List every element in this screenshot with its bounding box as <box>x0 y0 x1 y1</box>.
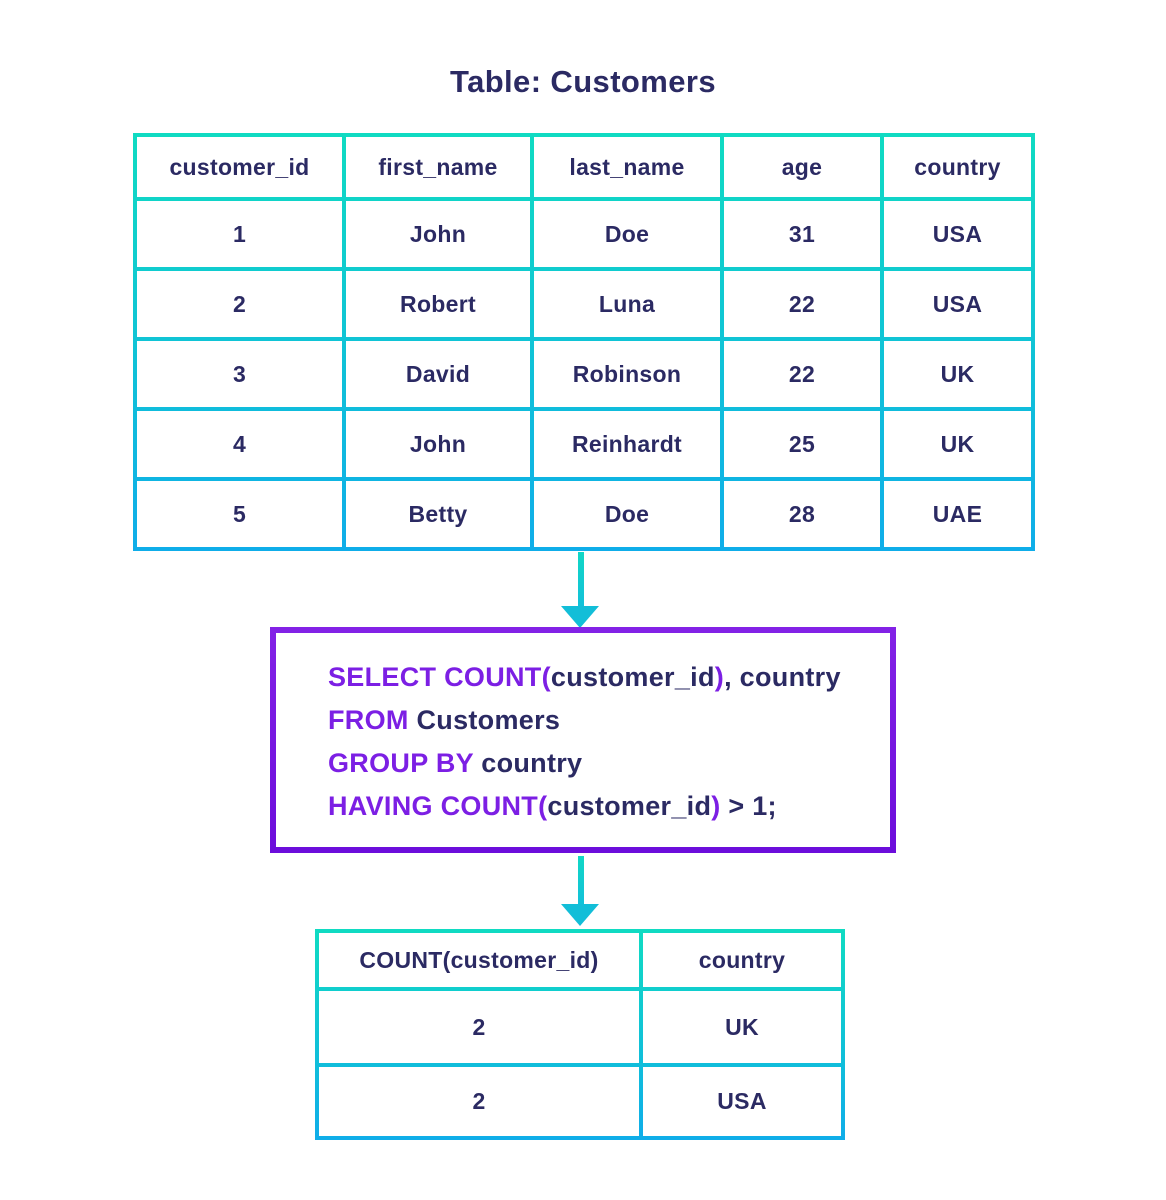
table-cell: USA <box>643 1067 841 1136</box>
table-cell: 31 <box>724 201 880 267</box>
table-cell: 3 <box>137 341 342 407</box>
down-arrow-icon <box>578 856 584 906</box>
sql-identifier: customer_id <box>547 791 712 821</box>
table-cell: 22 <box>724 271 880 337</box>
sql-keyword: HAVING COUNT( <box>328 791 548 821</box>
diagram-title: Table: Customers <box>450 64 716 99</box>
table-cell: 2 <box>319 991 639 1063</box>
sql-line-from: FROM Customers <box>328 699 890 742</box>
table-cell: Reinhardt <box>534 411 720 477</box>
table-cell: Robert <box>346 271 530 337</box>
table-cell: David <box>346 341 530 407</box>
table-cell: John <box>346 411 530 477</box>
table-cell: 28 <box>724 481 880 547</box>
sql-identifier: > 1; <box>720 791 777 821</box>
table-cell: 4 <box>137 411 342 477</box>
sql-keyword: GROUP BY <box>328 748 474 778</box>
table-cell: Doe <box>534 201 720 267</box>
table-cell: UK <box>884 411 1031 477</box>
table-cell: 25 <box>724 411 880 477</box>
table-cell: Doe <box>534 481 720 547</box>
column-header-first-name: first_name <box>346 137 530 197</box>
column-header-count-customer-id: COUNT(customer_id) <box>319 933 639 987</box>
table-cell: Robinson <box>534 341 720 407</box>
sql-identifier: customer_id <box>550 662 715 692</box>
table-cell: 2 <box>137 271 342 337</box>
sql-keyword: SELECT COUNT( <box>328 662 551 692</box>
sql-keyword: FROM <box>328 705 409 735</box>
column-header-country: country <box>643 933 841 987</box>
column-header-country: country <box>884 137 1031 197</box>
table-cell: Luna <box>534 271 720 337</box>
sql-line-having: HAVING COUNT(customer_id) > 1; <box>328 785 890 828</box>
table-cell: 2 <box>319 1067 639 1136</box>
sql-line-select: SELECT COUNT(customer_id), country <box>328 656 890 699</box>
down-arrow-icon <box>578 552 584 608</box>
table-cell: 22 <box>724 341 880 407</box>
down-arrow-head-icon <box>561 606 599 628</box>
sql-query-box: SELECT COUNT(customer_id), country FROM … <box>270 627 896 853</box>
column-header-customer-id: customer_id <box>137 137 342 197</box>
table-cell: 1 <box>137 201 342 267</box>
table-cell: UAE <box>884 481 1031 547</box>
column-header-last-name: last_name <box>534 137 720 197</box>
table-cell: USA <box>884 271 1031 337</box>
sql-keyword: ) <box>711 791 721 821</box>
column-header-age: age <box>724 137 880 197</box>
table-cell: UK <box>884 341 1031 407</box>
table-cell: 5 <box>137 481 342 547</box>
customers-table: customer_id first_name last_name age cou… <box>133 133 1035 551</box>
table-cell: John <box>346 201 530 267</box>
sql-identifier: , country <box>724 662 841 692</box>
table-cell: Betty <box>346 481 530 547</box>
sql-identifier: country <box>473 748 583 778</box>
table-cell: USA <box>884 201 1031 267</box>
result-table: COUNT(customer_id) country 2 UK 2 USA <box>315 929 845 1140</box>
table-cell: UK <box>643 991 841 1063</box>
sql-identifier: Customers <box>408 705 561 735</box>
sql-line-group-by: GROUP BY country <box>328 742 890 785</box>
sql-query-text: SELECT COUNT(customer_id), country FROM … <box>276 633 890 847</box>
down-arrow-head-icon <box>561 904 599 926</box>
sql-keyword: ) <box>714 662 725 692</box>
